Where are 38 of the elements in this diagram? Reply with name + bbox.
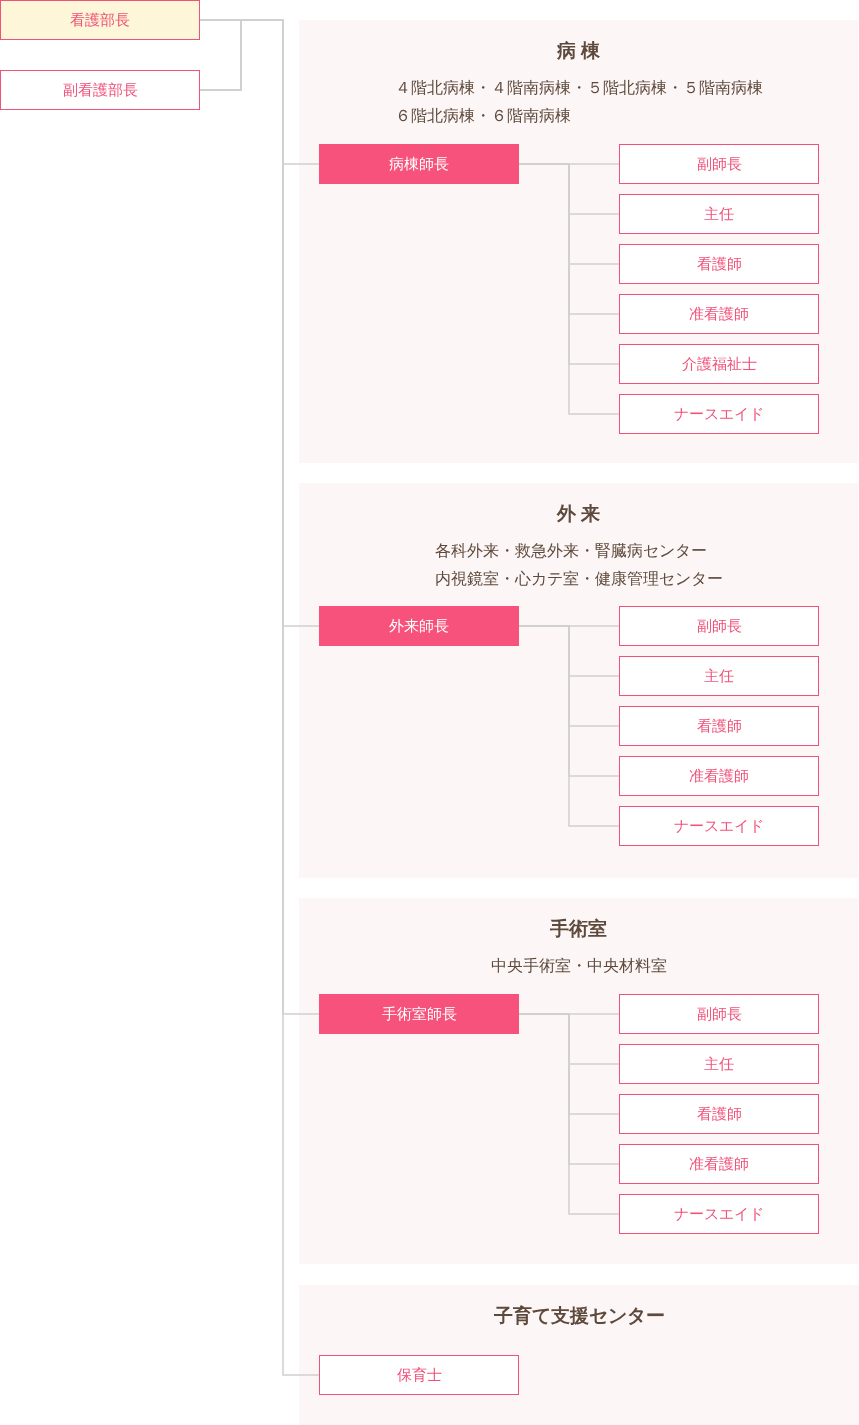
position-box: ナースエイド: [619, 394, 819, 434]
unit-list-line: ４階北病棟・４階南病棟・５階北病棟・５階南病棟: [394, 79, 763, 96]
position-box: 介護福祉士: [619, 344, 819, 384]
head-box: 外来師長: [319, 606, 519, 646]
director-box: 看護部長: [0, 0, 200, 40]
section-panel: [299, 483, 858, 878]
position-box: 主任: [619, 194, 819, 234]
section-panel: [299, 20, 858, 463]
section-heading: 子育て支援センター: [493, 1305, 665, 1326]
section-panel: [299, 1285, 859, 1425]
position-box: ナースエイド: [619, 806, 819, 846]
head-box: 手術室師長: [319, 994, 519, 1034]
position-box: 看護師: [619, 244, 819, 284]
position-box: ナースエイド: [619, 1194, 819, 1234]
position-box: 保育士: [319, 1355, 519, 1395]
position-box: 副師長: [619, 144, 819, 184]
unit-list-line: 内視鏡室・心カテ室・健康管理センター: [434, 570, 723, 587]
head-box: 病棟師長: [319, 144, 519, 184]
unit-list-line: 中央手術室・中央材料室: [490, 957, 667, 974]
position-box: 副師長: [619, 994, 819, 1034]
position-box: 副看護部長: [0, 70, 200, 110]
connector-line: [518, 163, 620, 415]
section-heading: 病 棟: [556, 40, 601, 61]
position-box: 主任: [619, 1044, 819, 1084]
position-box: 副師長: [619, 606, 819, 646]
section-heading: 外 来: [556, 503, 601, 524]
position-box: 准看護師: [619, 1144, 819, 1184]
section-heading: 手術室: [550, 918, 607, 939]
position-box: 看護師: [619, 1094, 819, 1134]
position-box: 看護師: [619, 706, 819, 746]
position-box: 主任: [619, 656, 819, 696]
position-box: 准看護師: [619, 294, 819, 334]
connector-line: [518, 625, 620, 827]
connector-line: [518, 1013, 620, 1215]
unit-list-line: ６階北病棟・６階南病棟: [394, 107, 571, 124]
position-box: 准看護師: [619, 756, 819, 796]
section-panel: [299, 898, 858, 1264]
unit-list-line: 各科外来・救急外来・腎臓病センター: [434, 542, 707, 559]
